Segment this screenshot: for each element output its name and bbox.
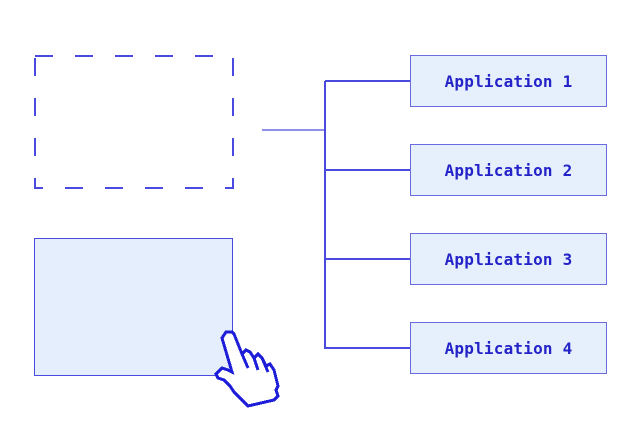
application-3-box[interactable]: Application 3 [410,233,607,285]
application-1-box[interactable]: Application 1 [410,55,607,107]
application-label: Application 4 [444,338,573,358]
application-label: Application 2 [444,160,573,180]
application-4-box[interactable]: Application 4 [410,322,607,374]
pointing-hand-cursor-icon [214,330,284,414]
application-label: Application 3 [444,249,573,269]
application-2-box[interactable]: Application 2 [410,144,607,196]
application-label: Application 1 [444,71,573,91]
source-window[interactable] [34,238,233,376]
